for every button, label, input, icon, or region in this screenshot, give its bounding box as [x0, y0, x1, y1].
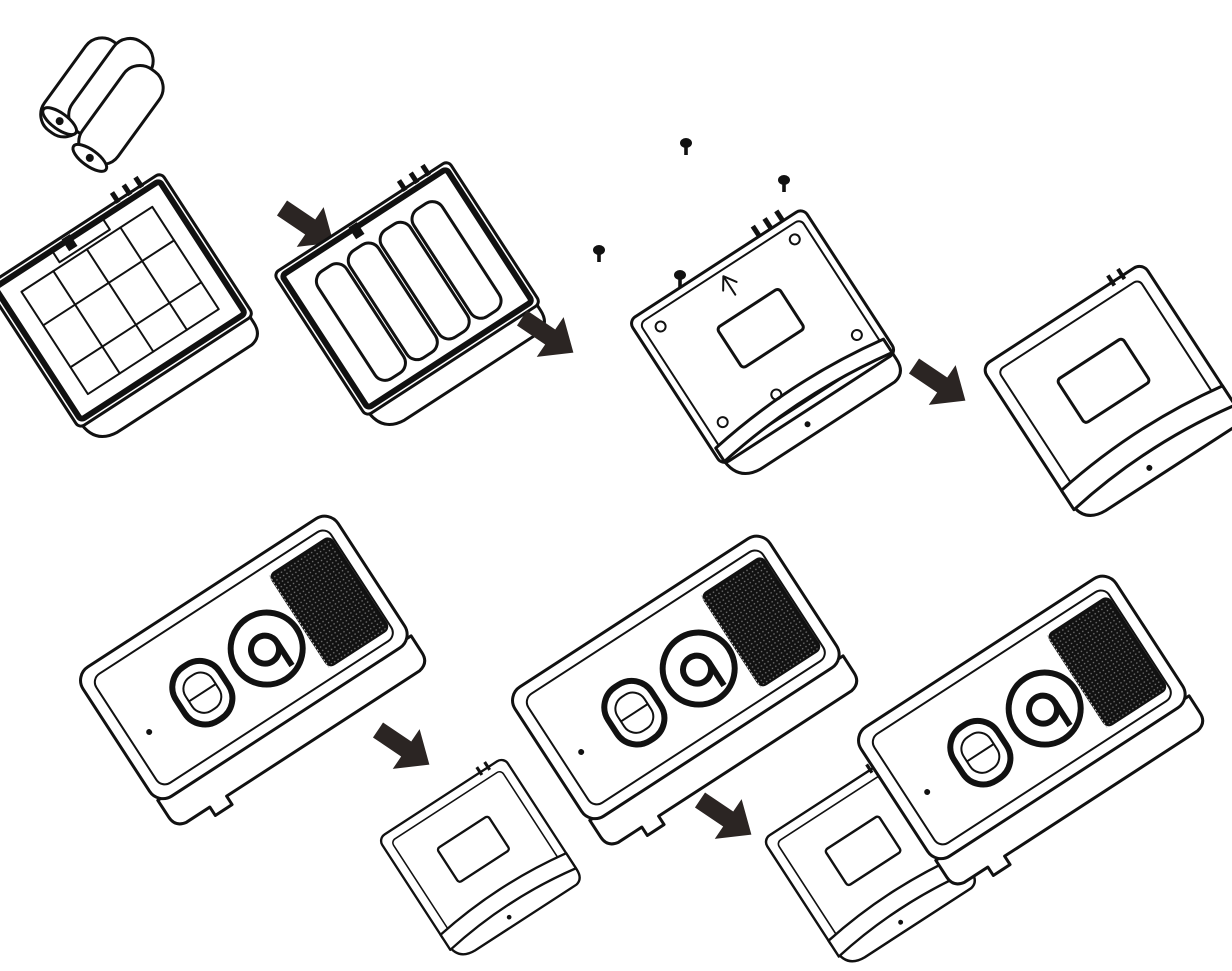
battery-holder-icon — [0, 173, 259, 438]
battery-holder-loaded-icon — [274, 161, 546, 426]
aa-batteries-icon — [39, 36, 165, 173]
remote-unit-icon — [74, 510, 435, 838]
battery-pack-icon — [975, 253, 1232, 527]
attach-icon — [373, 530, 867, 964]
arrow-step-3 — [900, 346, 979, 421]
arrow-step-4 — [364, 710, 443, 785]
screw-cover-icon — [630, 209, 902, 475]
